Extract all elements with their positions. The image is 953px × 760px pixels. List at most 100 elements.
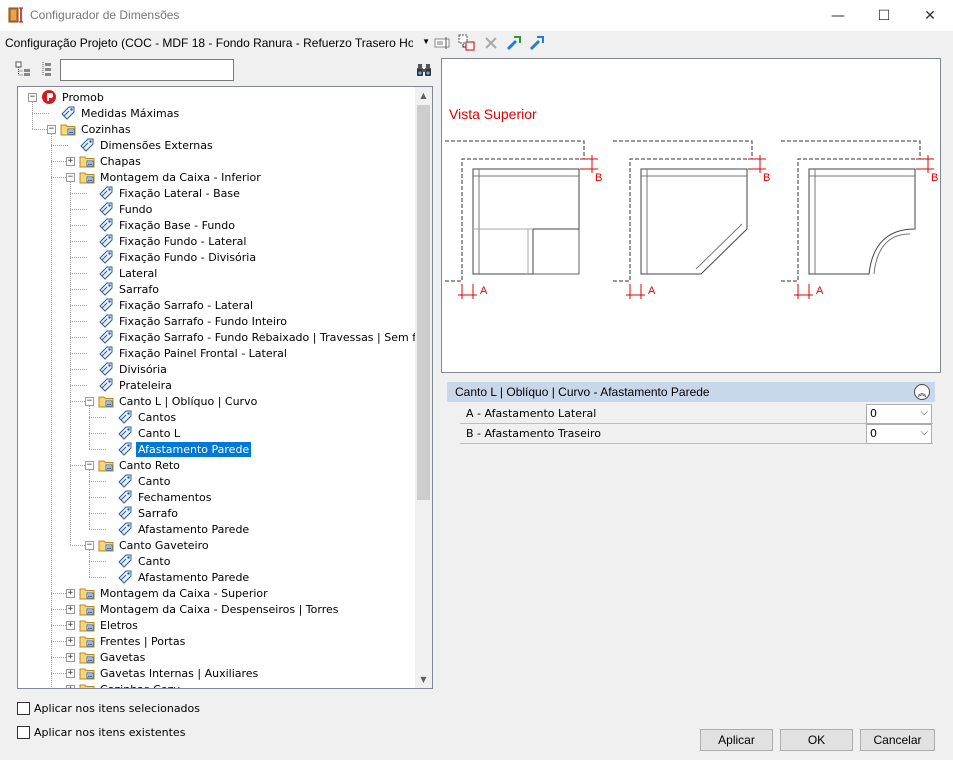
expand-plus-icon[interactable]: + bbox=[66, 668, 75, 678]
collapse-minus-icon[interactable]: − bbox=[85, 460, 94, 470]
tree-connector bbox=[89, 549, 90, 577]
tree-node[interactable]: Fechamentos bbox=[117, 489, 213, 505]
tree-node[interactable]: Fixação Sarrafo - Fundo Rebaixado | Trav… bbox=[98, 329, 417, 345]
property-group-title: Canto L | Oblíquo | Curvo - Afastamento … bbox=[455, 385, 710, 399]
tree-node[interactable]: Frentes | Portas bbox=[79, 633, 187, 649]
collapse-minus-icon[interactable]: − bbox=[47, 124, 56, 134]
tree-node[interactable]: Afastamento Parede bbox=[117, 569, 251, 585]
expand-plus-icon[interactable]: + bbox=[66, 620, 75, 630]
expand-plus-icon[interactable]: + bbox=[66, 588, 75, 598]
tree-node[interactable]: Fixação Sarrafo - Fundo Inteiro bbox=[98, 313, 289, 329]
tree-node[interactable]: Fixação Sarrafo - Lateral bbox=[98, 297, 255, 313]
expand-plus-icon[interactable]: + bbox=[66, 636, 75, 646]
delete-icon[interactable] bbox=[482, 34, 500, 52]
collapse-chevron-icon[interactable]: ︽ bbox=[914, 384, 930, 400]
tree-connector bbox=[70, 401, 87, 402]
apply-button[interactable]: Aplicar bbox=[700, 729, 773, 751]
tree-scrollbar[interactable]: ▲ ▼ bbox=[415, 87, 432, 688]
tree-node[interactable]: Canto bbox=[117, 473, 172, 489]
tree-node[interactable]: Cantos bbox=[117, 409, 178, 425]
collapse-all-icon[interactable] bbox=[39, 61, 55, 77]
tree-connector bbox=[70, 353, 87, 354]
property-row-afastamento-traseiro: B - Afastamento Traseiro 0⌵ bbox=[460, 424, 933, 444]
tree-node[interactable]: Promob bbox=[41, 89, 106, 105]
collapse-minus-icon[interactable]: − bbox=[85, 396, 94, 406]
tree-node[interactable]: Fundo bbox=[98, 201, 154, 217]
rename-icon[interactable] bbox=[434, 34, 452, 52]
apply-selected-checkbox[interactable]: Aplicar nos itens selecionados bbox=[17, 702, 200, 715]
expand-plus-icon[interactable]: + bbox=[66, 652, 75, 662]
tree-search-input[interactable] bbox=[60, 59, 234, 81]
apply-existing-checkbox[interactable]: Aplicar nos itens existentes bbox=[17, 726, 185, 739]
tree-node[interactable]: Fixação Painel Frontal - Lateral bbox=[98, 345, 289, 361]
tree-node-label: Divisória bbox=[119, 362, 167, 376]
tree-node[interactable]: Divisória bbox=[98, 361, 169, 377]
cancel-button[interactable]: Cancelar bbox=[860, 729, 935, 751]
tree-node[interactable]: Gavetas bbox=[79, 649, 147, 665]
tag-icon bbox=[98, 329, 117, 345]
tree-node[interactable]: Canto Gaveteiro bbox=[98, 537, 211, 553]
afastamento-traseiro-select[interactable]: 0⌵ bbox=[866, 424, 932, 444]
binoculars-icon[interactable] bbox=[416, 62, 432, 78]
tree-node-label: Montagem da Caixa - Superior bbox=[100, 586, 268, 600]
expand-plus-icon[interactable]: + bbox=[66, 156, 75, 166]
tree-node[interactable]: Sarrafo bbox=[98, 281, 161, 297]
property-group-header[interactable]: Canto L | Oblíquo | Curvo - Afastamento … bbox=[447, 382, 935, 402]
tree-node[interactable]: Canto Reto bbox=[98, 457, 182, 473]
expand-plus-icon[interactable]: + bbox=[66, 685, 75, 688]
tree-node[interactable]: Cozinhas Cozy bbox=[79, 681, 182, 688]
collapse-minus-icon[interactable]: − bbox=[85, 540, 94, 550]
tree-node[interactable]: Canto L | Oblíquo | Curvo bbox=[98, 393, 259, 409]
tree-node[interactable]: Fixação Lateral - Base bbox=[98, 185, 242, 201]
tree-node[interactable]: Fixação Fundo - Lateral bbox=[98, 233, 248, 249]
checkbox-box[interactable] bbox=[17, 726, 30, 739]
tree-node[interactable]: Prateleira bbox=[98, 377, 174, 393]
tree-node-label: Gavetas Internas | Auxiliares bbox=[100, 666, 259, 680]
configuration-select[interactable]: Configuração Projeto (COC - MDF 18 - Fon… bbox=[5, 33, 430, 53]
expand-all-icon[interactable] bbox=[15, 61, 31, 77]
tree-node[interactable]: Gavetas Internas | Auxiliares bbox=[79, 665, 260, 681]
export-icon[interactable] bbox=[528, 34, 546, 52]
dropdown-arrow-icon: ▼ bbox=[422, 37, 430, 46]
tree-node[interactable]: Sarrafo bbox=[117, 505, 180, 521]
expand-plus-icon[interactable]: + bbox=[66, 604, 75, 614]
collapse-minus-icon[interactable]: − bbox=[66, 172, 75, 182]
tree-node[interactable]: Cozinhas bbox=[60, 121, 133, 137]
tree-node[interactable]: Fixação Base - Fundo bbox=[98, 217, 237, 233]
tree-node[interactable]: Medidas Máximas bbox=[60, 105, 181, 121]
tree-node-label: Sarrafo bbox=[119, 282, 159, 296]
tree-node[interactable]: Montagem da Caixa - Despenseiros | Torre… bbox=[79, 601, 341, 617]
tree-node[interactable]: Afastamento Parede bbox=[117, 521, 251, 537]
scroll-down-arrow-icon[interactable]: ▼ bbox=[420, 675, 427, 684]
tree-node[interactable]: Fixação Fundo - Divisória bbox=[98, 249, 258, 265]
tree-node[interactable]: Montagem da Caixa - Superior bbox=[79, 585, 270, 601]
tree-node[interactable]: Lateral bbox=[98, 265, 159, 281]
tree-node-label: Fixação Sarrafo - Fundo Rebaixado | Trav… bbox=[119, 330, 417, 344]
tag-icon bbox=[98, 297, 117, 313]
tree-node-label: Lateral bbox=[119, 266, 158, 280]
minimize-button[interactable]: — bbox=[831, 7, 845, 24]
afastamento-lateral-select[interactable]: 0⌵ bbox=[866, 404, 932, 424]
import-icon[interactable] bbox=[505, 34, 523, 52]
tree-node[interactable]: Canto L bbox=[117, 425, 182, 441]
ok-button[interactable]: OK bbox=[780, 729, 853, 751]
tree-connector bbox=[32, 113, 49, 114]
tree-node[interactable]: Eletros bbox=[79, 617, 140, 633]
scroll-thumb[interactable] bbox=[417, 105, 430, 500]
tree-node[interactable]: Afastamento Parede bbox=[117, 441, 252, 457]
copy-icon[interactable] bbox=[458, 34, 476, 52]
tree-node[interactable]: Chapas bbox=[79, 153, 143, 169]
tree-node[interactable]: Montagem da Caixa - Inferior bbox=[79, 169, 263, 185]
folder-icon bbox=[98, 457, 117, 473]
tree-connector bbox=[89, 449, 106, 450]
tree-node[interactable]: Canto bbox=[117, 553, 172, 569]
tree-connector bbox=[32, 129, 49, 130]
tree-node-label: Fixação Fundo - Lateral bbox=[119, 234, 247, 248]
tree-node[interactable]: Dimensões Externas bbox=[79, 137, 215, 153]
close-button[interactable]: ✕ bbox=[924, 7, 936, 24]
checkbox-box[interactable] bbox=[17, 702, 30, 715]
collapse-minus-icon[interactable]: − bbox=[28, 92, 37, 102]
scroll-up-arrow-icon[interactable]: ▲ bbox=[420, 91, 427, 100]
maximize-button[interactable]: ☐ bbox=[877, 7, 891, 24]
